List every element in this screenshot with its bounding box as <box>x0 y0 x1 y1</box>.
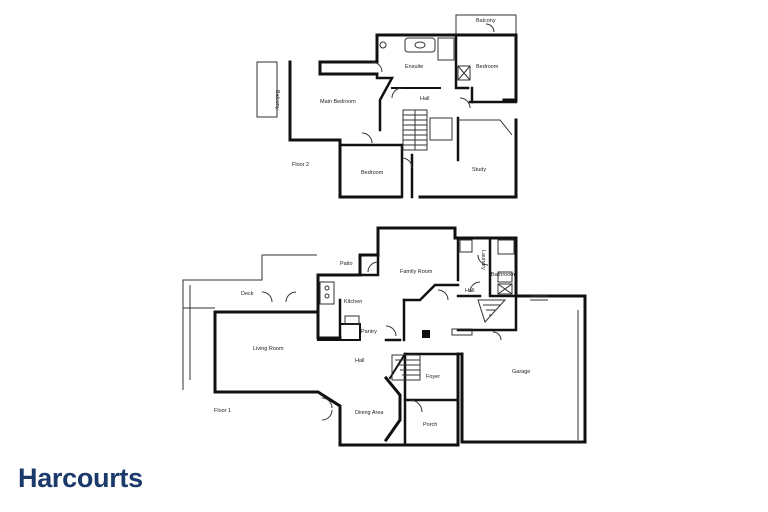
doors-lower <box>261 254 502 421</box>
column <box>422 330 430 338</box>
harcourts-logo: Harcourts <box>18 463 143 493</box>
deck-label: Deck <box>241 291 254 297</box>
hall-center-label: Hall <box>355 358 364 364</box>
balcony-left <box>256 61 278 118</box>
porch-label: Porch <box>423 422 437 428</box>
floor-1-plan: Floor 1 Patio Deck Kitchen Family Room L… <box>182 226 587 447</box>
deck-outline <box>182 254 317 309</box>
pantry-label: Pantry <box>361 329 377 335</box>
hall-right-label: Hall <box>465 288 474 294</box>
stairs-upper <box>402 109 453 151</box>
floor-1-label: Floor 1 <box>214 408 231 414</box>
garage-details <box>530 295 579 440</box>
floor-2-plan: Floor 2 Balcony Balcony Ensuite Bedroom … <box>256 14 518 199</box>
study-label: Study <box>472 167 486 173</box>
doors-upper <box>361 23 495 169</box>
family-room-label: Family Room <box>400 269 433 275</box>
bedroom-bottom-label: Bedroom <box>361 170 384 176</box>
kitchen-label: Kitchen <box>344 299 362 305</box>
balcony-top-label: Balcony <box>476 18 496 24</box>
stairs-lower <box>391 299 507 381</box>
foyer-label: Foyer <box>426 374 440 380</box>
garage-label: Garage <box>512 369 530 375</box>
bathroom-label: Bathroom <box>491 272 515 278</box>
ensuite-fixtures <box>379 37 471 81</box>
dining-area-label: Dining Area <box>355 410 384 416</box>
floor-2-label: Floor 2 <box>292 162 309 168</box>
hall-upper-label: Hall <box>420 96 429 102</box>
bedroom-top-label: Bedroom <box>476 64 499 70</box>
laundry-label: Laundry <box>480 250 486 270</box>
ensuite-label: Ensuite <box>405 64 423 70</box>
main-bedroom-label: Main Bedroom <box>320 99 356 105</box>
patio-label: Patio <box>340 261 353 267</box>
balcony-left-label: Balcony <box>274 90 280 110</box>
living-room-label: Living Room <box>253 346 284 352</box>
kitchen-fixtures <box>319 239 515 336</box>
